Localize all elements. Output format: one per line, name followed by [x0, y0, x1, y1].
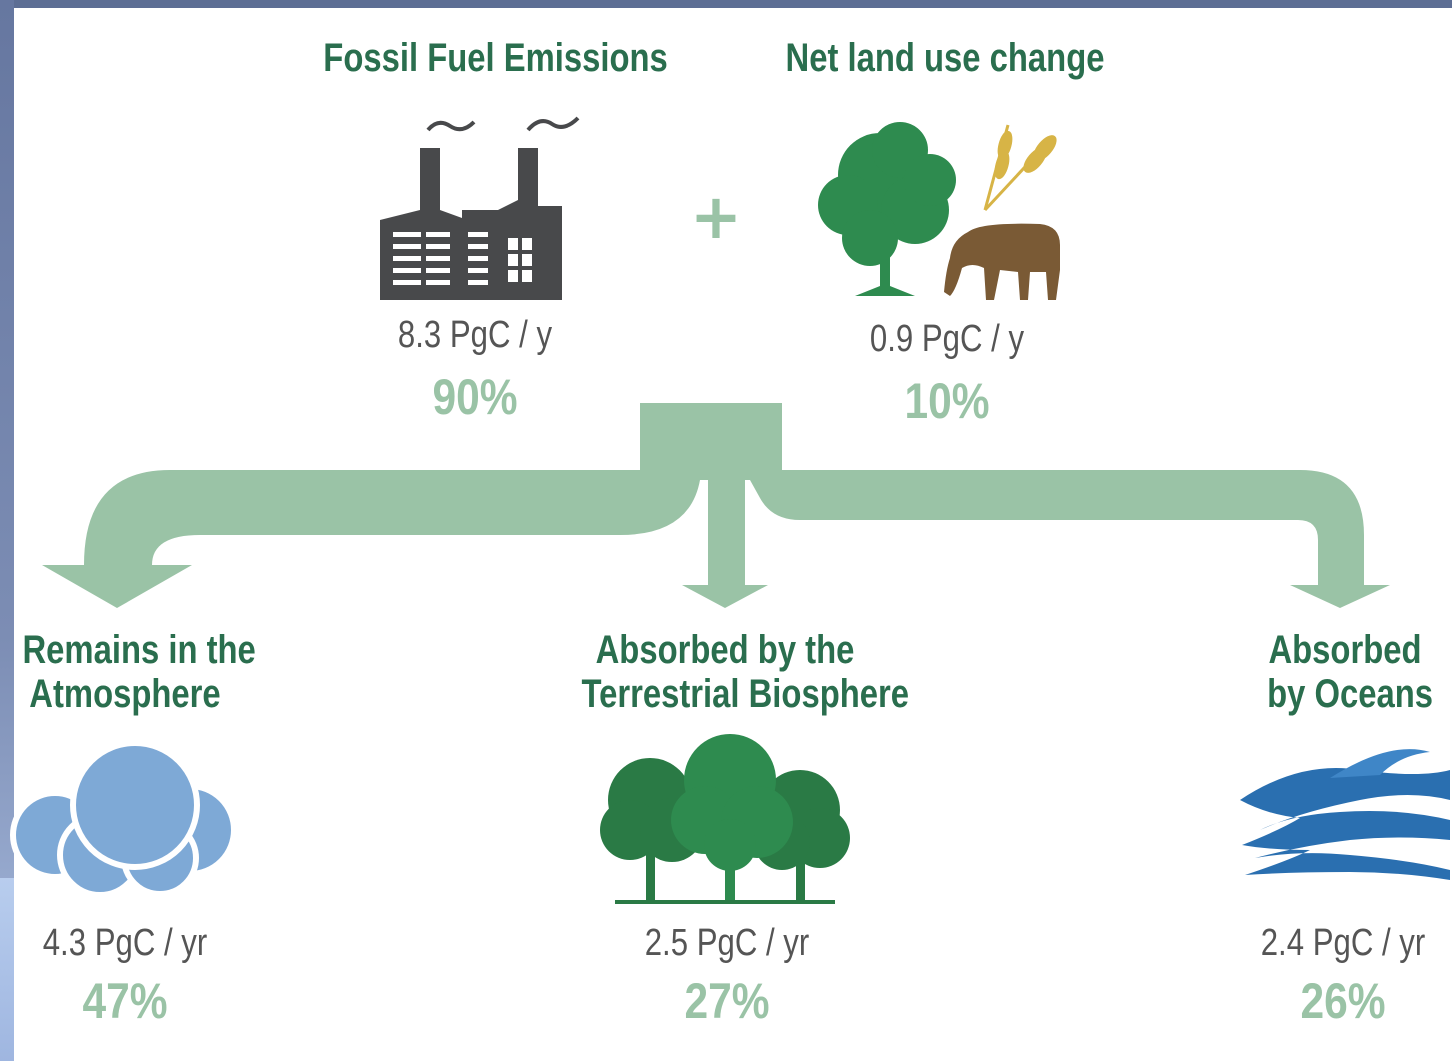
wheat-icon: [983, 124, 1057, 212]
tree-icon: [818, 122, 956, 296]
sink-title-atmosphere-line1: Remains in the: [22, 628, 256, 672]
sink-title-oceans: Absorbed by Oceans: [1267, 628, 1434, 716]
sink-percent-oceans: 26%: [1300, 973, 1386, 1029]
sink-amount-atmosphere: 4.3 PgC / yr: [42, 922, 208, 964]
source-amount-land-use: 0.9 PgC / y: [869, 318, 1025, 360]
sink-amount-biosphere: 2.5 PgC / yr: [644, 922, 810, 964]
factory-icon: [380, 116, 580, 300]
sink-title-oceans-line2: by Oceans: [1267, 672, 1434, 716]
waves-icon: [1240, 749, 1450, 880]
cloud-icon: [10, 740, 237, 898]
sink-title-biosphere-line1: Absorbed by the: [595, 628, 855, 672]
sink-title-biosphere: Absorbed by the Terrestrial Biosphere: [581, 628, 910, 716]
sink-title-biosphere-line2: Terrestrial Biosphere: [581, 672, 910, 716]
sink-percent-atmosphere: 47%: [82, 973, 168, 1029]
plus-operator: +: [690, 180, 742, 253]
source-percent-land-use: 10%: [904, 373, 990, 429]
source-title-land-use: Net land use change: [785, 36, 1105, 80]
sink-title-atmosphere-line2: Atmosphere: [29, 672, 221, 716]
sink-amount-oceans: 2.4 PgC / yr: [1260, 922, 1426, 964]
flow-arrow-stem: [42, 403, 1390, 608]
window-left-border: [0, 0, 14, 1061]
sink-title-oceans-line1: Absorbed: [1268, 628, 1422, 672]
sink-title-atmosphere: Remains in the Atmosphere: [22, 628, 256, 716]
forest-icon: [600, 734, 850, 904]
window-corner-patch: [0, 878, 14, 1061]
source-amount-fossil-fuel: 8.3 PgC / y: [397, 314, 553, 356]
source-percent-fossil-fuel: 90%: [432, 369, 518, 425]
source-title-fossil-fuel: Fossil Fuel Emissions: [323, 36, 668, 80]
window-top-border: [0, 0, 1452, 8]
flow-arrows: [42, 403, 1390, 608]
cow-icon: [944, 223, 1060, 300]
land-use-icon: [818, 122, 1060, 300]
sink-percent-biosphere: 27%: [684, 973, 770, 1029]
